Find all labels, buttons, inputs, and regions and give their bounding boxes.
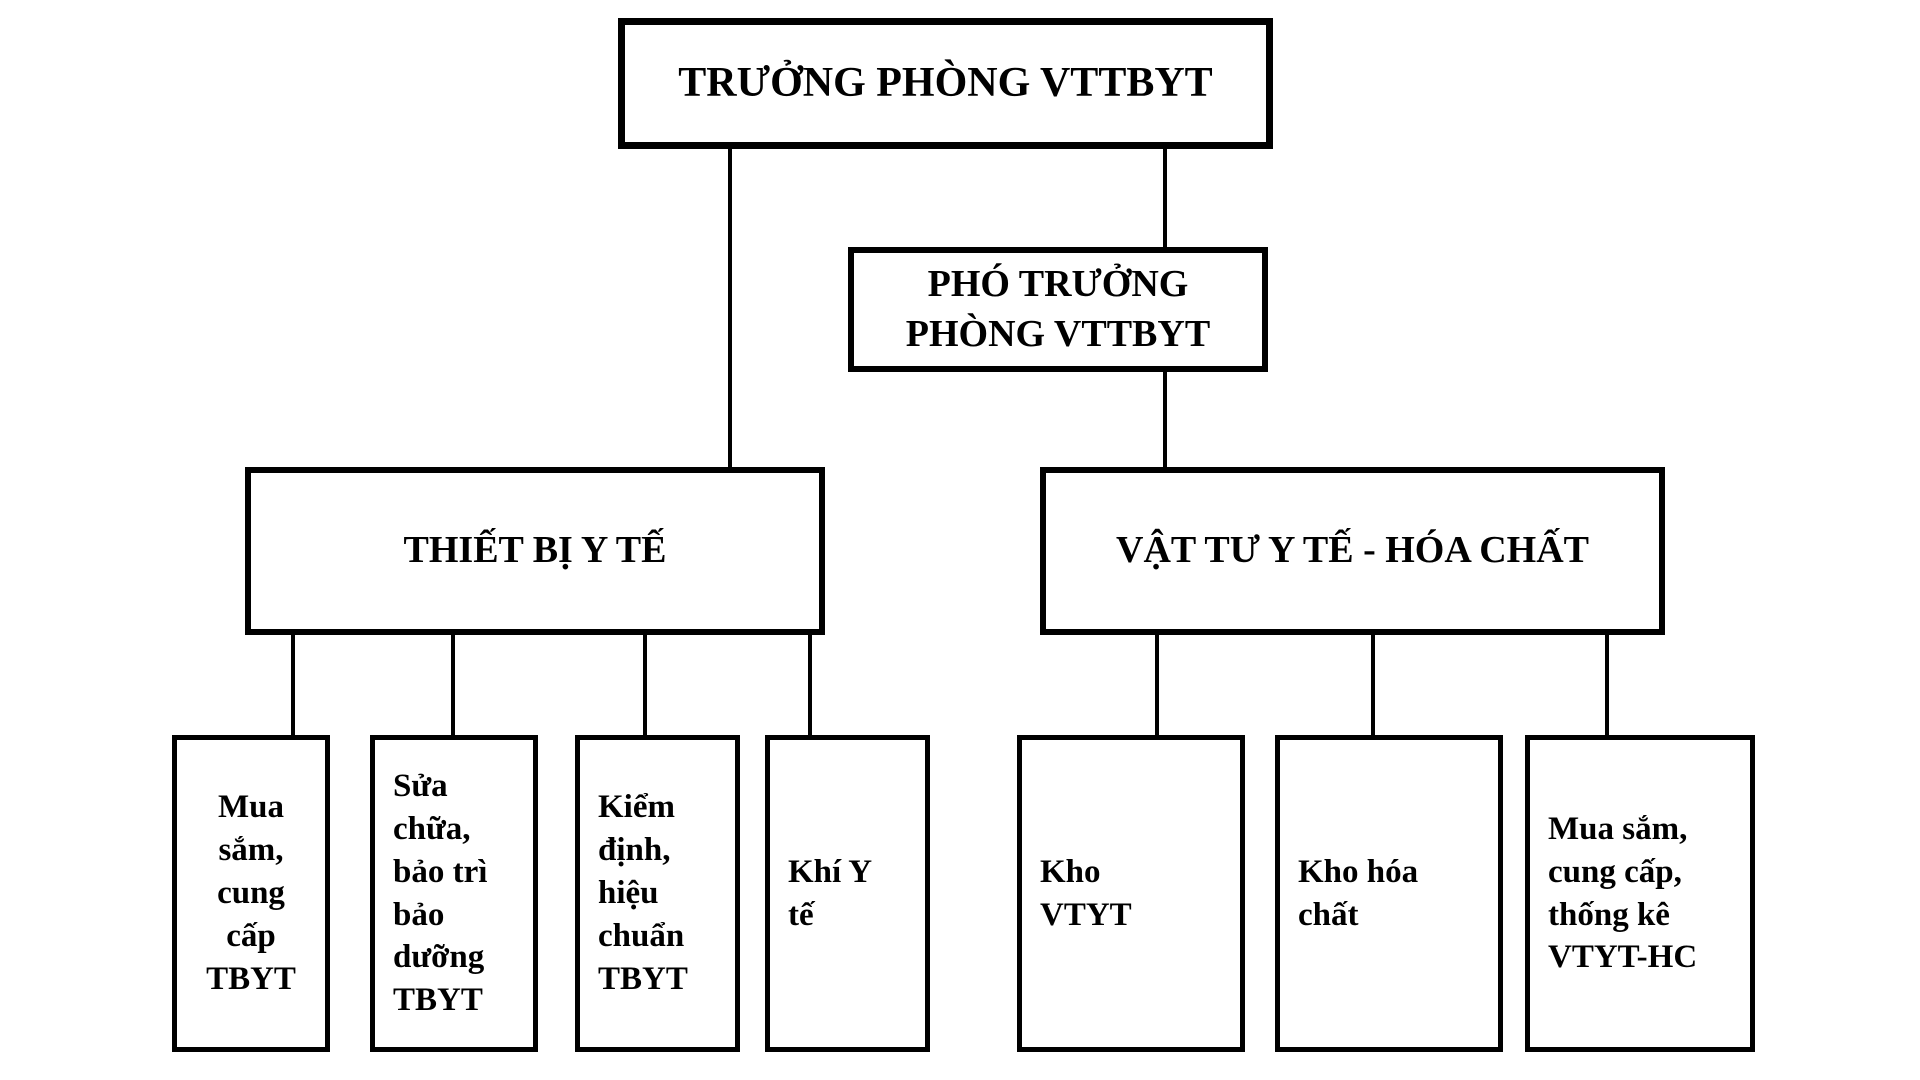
node-repair-maintenance-tbyt: Sửa chữa, bảo trì bảo dưỡng TBYT bbox=[370, 735, 538, 1052]
connector-equipment-to-medical-gas bbox=[808, 633, 812, 737]
connector-supplies-to-vtyt-warehouse bbox=[1155, 633, 1159, 737]
connector-supplies-to-procurement-stats bbox=[1605, 633, 1609, 737]
connector-deputy-to-supplies bbox=[1163, 370, 1167, 469]
connector-supplies-to-chemical-warehouse bbox=[1371, 633, 1375, 737]
node-chemical-warehouse: Kho hóa chất bbox=[1275, 735, 1503, 1052]
node-procurement-supply-tbyt: Mua sắm, cung cấp TBYT bbox=[172, 735, 330, 1052]
node-chemical-warehouse-label: Kho hóa chất bbox=[1298, 853, 1419, 933]
node-medical-gas-label: Khí Y tế bbox=[788, 853, 873, 933]
node-medical-equipment-branch: THIẾT BỊ Y TẾ bbox=[245, 467, 825, 635]
node-deputy-head-label: PHÓ TRƯỞNG PHÒNG VTTBYT bbox=[905, 263, 1211, 355]
node-deputy-head: PHÓ TRƯỞNG PHÒNG VTTBYT bbox=[848, 247, 1268, 372]
connector-root-to-deputy bbox=[1163, 147, 1167, 249]
connector-equipment-to-calibration bbox=[643, 633, 647, 737]
node-inspection-calibration-tbyt: Kiểm định, hiệu chuẩn TBYT bbox=[575, 735, 740, 1052]
node-medical-supplies-chemicals-branch-label: VẬT TƯ Y TẾ - HÓA CHẤT bbox=[1116, 529, 1589, 572]
node-medical-supplies-chemicals-branch: VẬT TƯ Y TẾ - HÓA CHẤT bbox=[1040, 467, 1665, 635]
node-vtyt-warehouse-label: Kho VTYT bbox=[1040, 853, 1132, 933]
node-procurement-supply-statistics-vtyt-hc: Mua sắm, cung cấp, thống kê VTYT-HC bbox=[1525, 735, 1755, 1052]
node-procurement-supply-statistics-vtyt-hc-label: Mua sắm, cung cấp, thống kê VTYT-HC bbox=[1548, 810, 1698, 976]
node-vtyt-warehouse: Kho VTYT bbox=[1017, 735, 1245, 1052]
node-head-of-department-label: TRƯỞNG PHÒNG VTTBYT bbox=[678, 60, 1213, 107]
connector-equipment-to-procurement bbox=[291, 633, 295, 737]
node-medical-equipment-branch-label: THIẾT BỊ Y TẾ bbox=[403, 529, 667, 572]
node-medical-gas: Khí Y tế bbox=[765, 735, 930, 1052]
node-procurement-supply-tbyt-label: Mua sắm, cung cấp TBYT bbox=[206, 789, 296, 997]
node-head-of-department: TRƯỞNG PHÒNG VTTBYT bbox=[618, 18, 1273, 149]
node-repair-maintenance-tbyt-label: Sửa chữa, bảo trì bảo dưỡng TBYT bbox=[393, 767, 488, 1019]
connector-root-to-equipment bbox=[728, 147, 732, 469]
connector-equipment-to-repair bbox=[451, 633, 455, 737]
node-inspection-calibration-tbyt-label: Kiểm định, hiệu chuẩn TBYT bbox=[598, 789, 688, 997]
